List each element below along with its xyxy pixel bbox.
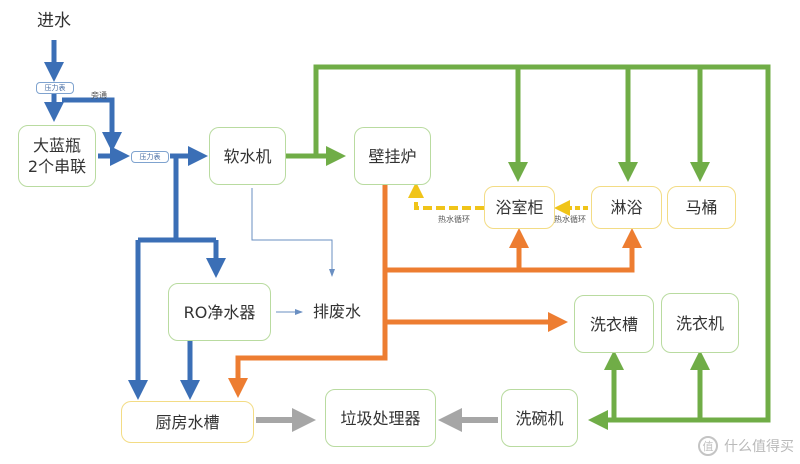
watermark-text: 什么值得买	[724, 439, 794, 455]
kitchen-sink-node: 厨房水槽	[121, 401, 254, 443]
ro-purifier-node: RO净水器	[168, 283, 271, 341]
watermark: 值 什么值得买	[698, 436, 794, 456]
drain-waste-water-node: 排废水	[312, 301, 361, 321]
garbage-disposer-node: 垃圾处理器	[325, 389, 436, 447]
cold-water-pipes	[44, 40, 226, 400]
watermark-logo-icon: 值	[698, 436, 718, 456]
shower-node: 淋浴	[591, 186, 662, 229]
washing-machine-node: 洗衣机	[661, 293, 739, 353]
water-softener-node: 软水机	[209, 127, 286, 185]
water-inlet-label: 进水	[37, 10, 71, 31]
laundry-sink-node: 洗衣槽	[574, 295, 654, 353]
waste-lines	[251, 188, 335, 315]
hot-water-pipes	[228, 168, 642, 398]
pressure-gauge-mid: 压力表	[131, 151, 169, 163]
softener-waste-line	[251, 188, 335, 277]
hot-water-loop-label-2: 热水循环	[554, 215, 586, 224]
hot-water-loop-label-1: 热水循环	[438, 215, 470, 224]
recirc-cabinet-to-boiler	[408, 182, 484, 210]
bathroom-cabinet-node: 浴室柜	[484, 186, 555, 229]
bypass-pipe	[62, 97, 122, 152]
big-blue-filter-node: 大蓝瓶 2个串联	[18, 125, 96, 187]
hot-upper-branch	[385, 228, 642, 273]
wall-boiler-node: 壁挂炉	[354, 127, 431, 185]
recirculation-pipes	[408, 182, 588, 216]
dishwasher-node: 洗碗机	[501, 389, 578, 447]
pressure-gauge-top: 压力表	[36, 82, 74, 94]
green-main-loop	[313, 64, 771, 430]
soft-water-pipes	[286, 64, 771, 430]
toilet-node: 马桶	[667, 186, 736, 229]
bypass-label: 旁通	[91, 91, 107, 100]
hot-main	[228, 168, 388, 398]
